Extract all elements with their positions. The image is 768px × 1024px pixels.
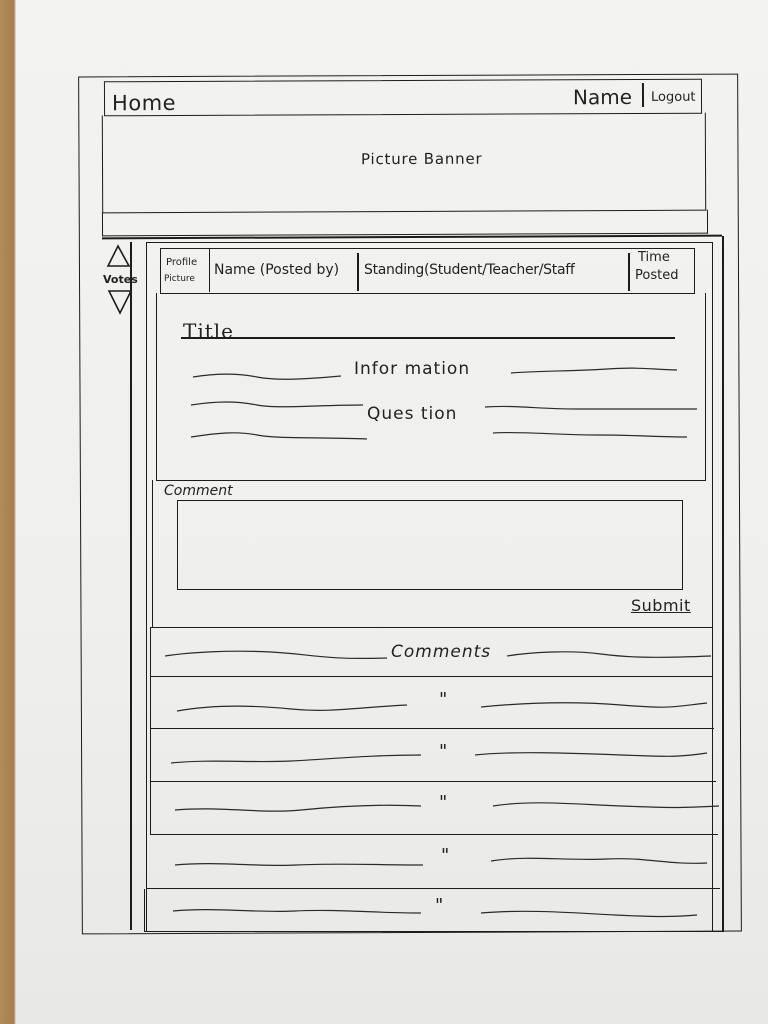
- question-text: Ques tion: [367, 404, 458, 424]
- comment-row[interactable]: ": [146, 835, 720, 889]
- comments-heading-scribble: [164, 650, 712, 659]
- comment-scribble: [174, 802, 719, 812]
- comment-row[interactable]: ": [150, 782, 719, 835]
- nav-divider: [641, 82, 644, 107]
- post-container: [146, 242, 713, 932]
- time-posted-line2: Posted: [635, 268, 679, 283]
- header-divider-1: [357, 253, 359, 291]
- information-text: Infor mation: [354, 359, 471, 379]
- top-nav-bar: Home Name Logout: [103, 78, 703, 117]
- comment-row[interactable]: ": [150, 729, 716, 782]
- comment-ditto: ": [439, 741, 448, 762]
- comment-ditto: ": [441, 845, 450, 866]
- comment-label: Comment: [164, 483, 233, 499]
- comment-ditto: ": [439, 792, 448, 813]
- logout-link[interactable]: Logout: [650, 89, 696, 105]
- home-link[interactable]: Home: [111, 90, 177, 116]
- time-posted-line1: Time: [638, 250, 670, 265]
- title-underline: [181, 337, 675, 339]
- comments-heading: Comments: [391, 642, 492, 662]
- profile-picture-label-line1: Profile: [166, 257, 198, 268]
- comments-header-row: Comments: [150, 627, 712, 677]
- paper-sheet: [16, 0, 768, 1024]
- triangle-down-icon[interactable]: [107, 289, 135, 315]
- comment-row[interactable]: ": [144, 889, 722, 932]
- post-scribble-lines: [190, 367, 697, 440]
- comment-scribble: [174, 857, 708, 867]
- header-divider-2: [628, 253, 630, 291]
- picture-banner-label: Picture Banner: [360, 149, 483, 169]
- comment-scribble: [170, 752, 708, 764]
- comment-ditto: ": [439, 689, 448, 710]
- standing-label: Standing(Student/Teacher/Staff: [364, 262, 575, 278]
- post-body: Title Infor mation Ques tion: [156, 293, 706, 481]
- comment-ditto: ": [435, 895, 444, 916]
- profile-picture-label-line2: Picture: [164, 274, 195, 284]
- comment-row[interactable]: ": [150, 677, 714, 729]
- triangle-up-icon[interactable]: [105, 244, 133, 268]
- post-header-row: Profile Picture Name (Posted by) Standin…: [160, 248, 695, 294]
- comment-scribble: [176, 702, 708, 712]
- banner-spacer: [101, 209, 709, 237]
- submit-button[interactable]: Submit: [631, 596, 691, 615]
- votes-label: Votes: [103, 273, 138, 286]
- votes-column: Votes: [103, 244, 138, 324]
- content-right-rule: [722, 236, 724, 932]
- comment-form: Comment Submit: [152, 480, 706, 628]
- user-name-link[interactable]: Name: [572, 85, 633, 110]
- posted-by-name[interactable]: Name (Posted by): [214, 262, 340, 278]
- post-title: Title: [183, 319, 235, 343]
- comment-scribble: [172, 908, 698, 918]
- comment-textarea[interactable]: [177, 500, 683, 590]
- content-left-rule: [130, 242, 132, 930]
- profile-picture[interactable]: Profile Picture: [161, 249, 210, 292]
- picture-banner: Picture Banner: [101, 112, 707, 214]
